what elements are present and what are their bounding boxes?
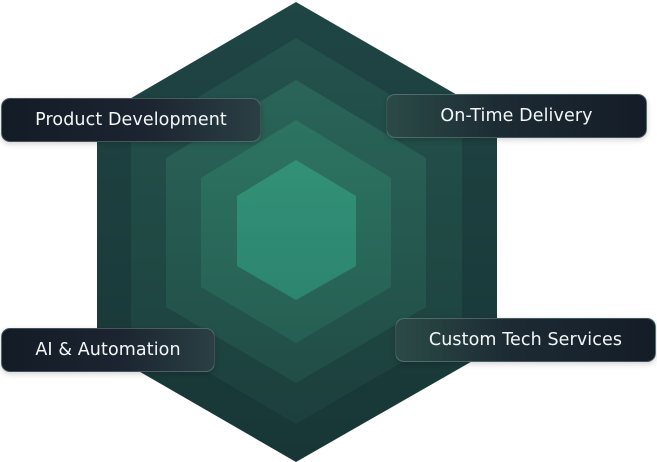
label-on-time-delivery[interactable]: On-Time Delivery [386,94,647,138]
label-ai-automation[interactable]: AI & Automation [1,328,215,372]
label-product-development[interactable]: Product Development [1,98,261,142]
label-custom-tech-services[interactable]: Custom Tech Services [395,318,656,362]
hexagon-core [237,160,356,300]
